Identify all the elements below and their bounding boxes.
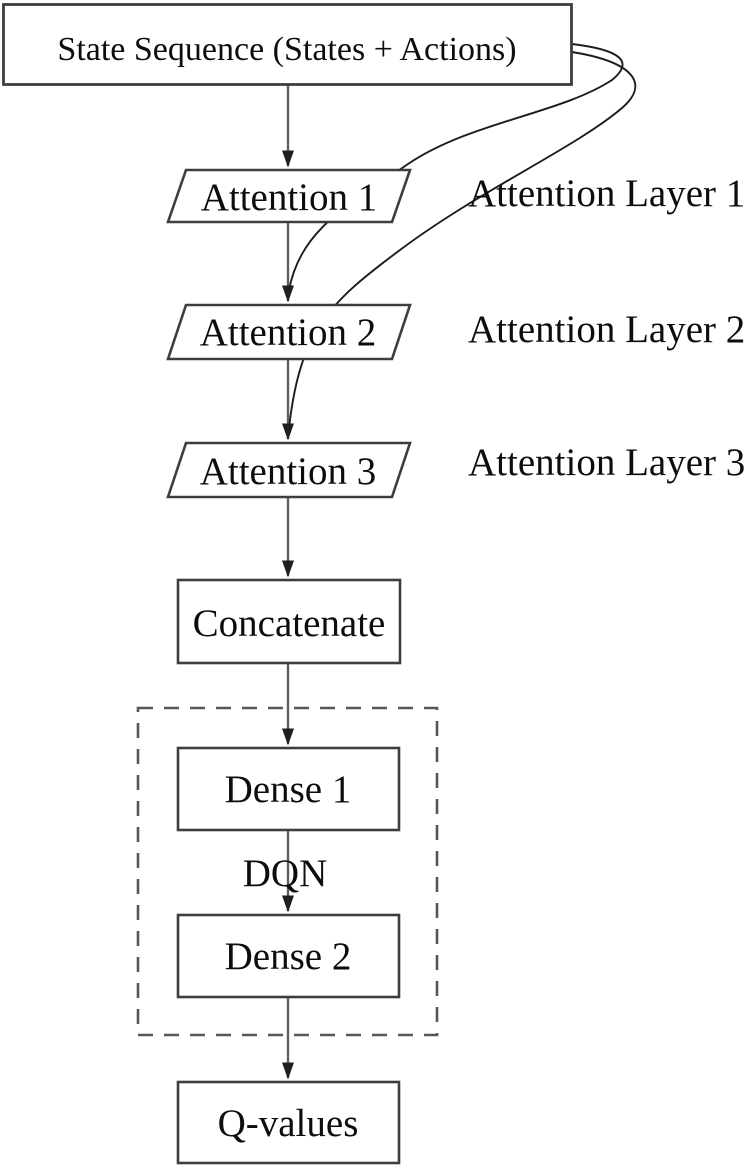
state-sequence-box bbox=[2, 3, 573, 86]
dense2-label: Dense 2 bbox=[225, 935, 352, 978]
dense2-box bbox=[176, 913, 401, 999]
attention3-parallelogram bbox=[166, 441, 412, 499]
attention2-label: Attention 2 bbox=[200, 311, 377, 354]
attention1-parallelogram bbox=[166, 168, 412, 224]
concatenate-label: Concatenate bbox=[193, 602, 386, 645]
dense1-box bbox=[176, 746, 401, 832]
qvalues-box bbox=[176, 1080, 401, 1165]
dqn-group-label: DQN bbox=[243, 852, 328, 895]
qvalues-label: Q-values bbox=[218, 1102, 359, 1145]
skip-edge-state-to-attention3 bbox=[288, 51, 637, 429]
attention1-label: Attention 1 bbox=[201, 176, 378, 219]
attention2-parallelogram bbox=[166, 303, 412, 361]
attention-layer1-annotation: Attention Layer 1 bbox=[468, 172, 745, 215]
dense1-label: Dense 1 bbox=[225, 768, 352, 811]
concatenate-box bbox=[176, 578, 402, 665]
labels: State Sequence (States + Actions) Attent… bbox=[57, 31, 745, 1145]
state-sequence-label: State Sequence (States + Actions) bbox=[57, 31, 516, 68]
skip-connections bbox=[288, 43, 637, 429]
attention3-label: Attention 3 bbox=[200, 450, 377, 493]
node-shapes bbox=[2, 3, 573, 1165]
attention-layer2-annotation: Attention Layer 2 bbox=[468, 308, 745, 351]
attention-layer3-annotation: Attention Layer 3 bbox=[468, 441, 745, 484]
